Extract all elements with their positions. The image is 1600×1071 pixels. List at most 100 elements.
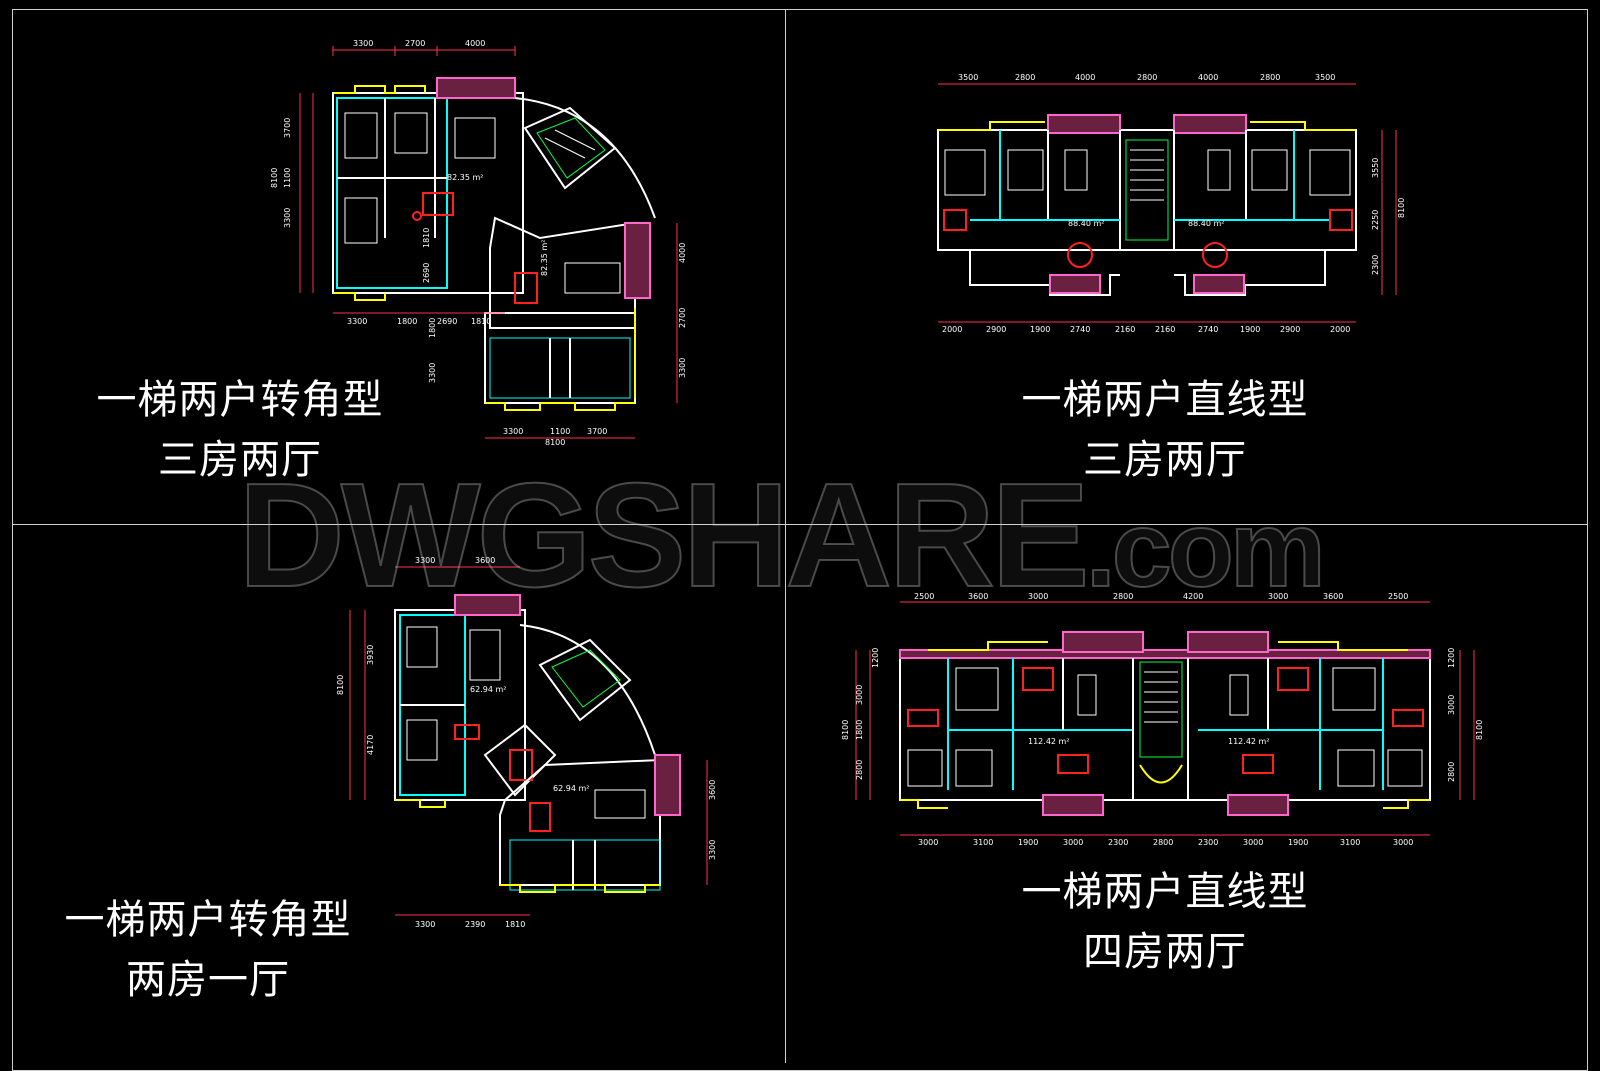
dim-label: 2390 [465,920,485,929]
dim-label: 2900 [1280,325,1300,334]
caption-top-left: 一梯两户转角型 三房两厅 [60,370,420,490]
caption-line2: 四房两厅 [1083,929,1247,975]
panel-divider-horizontal [12,524,1588,525]
dim-label: 3500 [958,73,978,82]
dim-label: 3300 [353,39,373,48]
caption-bottom-right: 一梯两户直线型 四房两厅 [985,862,1345,982]
dim-label: 3000 [918,838,938,847]
dim-label: 4200 [1183,592,1203,601]
area-label: 82.35 m² [540,240,549,276]
dim-label: 2800 [1137,73,1157,82]
dim-label: 1810 [471,317,491,326]
caption-line1: 一梯两户转角型 [64,897,352,943]
dim-label: 1800 [428,318,437,338]
dim-label: 1810 [422,228,431,248]
dim-label: 3700 [283,118,292,138]
dim-label: 8100 [1475,720,1484,740]
dim-label: 3600 [1323,592,1343,601]
dim-label: 1800 [397,317,417,326]
dim-label: 3300 [283,208,292,228]
dim-label: 3000 [1243,838,1263,847]
area-label: 82.35 m² [447,173,483,182]
dim-label: 4000 [1198,73,1218,82]
dim-label: 3300 [678,358,687,378]
dim-label: 3300 [503,427,523,436]
dim-label: 2800 [1153,838,1173,847]
floor-plan-straight-3bed: 3500 2800 4000 2800 4000 2800 3500 3550 … [937,73,1406,334]
area-label: 112.42 m² [1228,737,1270,746]
dim-label: 3100 [973,838,993,847]
dim-label: 3000 [1447,695,1456,715]
area-label: 88.40 m² [1188,219,1224,228]
dim-label: 2800 [1447,762,1456,782]
dim-label: 4000 [1075,73,1095,82]
dim-label: 8100 [841,720,850,740]
dim-label: 3300 [415,556,435,565]
dim-label: 3000 [855,685,864,705]
dim-label: 3600 [968,592,988,601]
dim-label: 2500 [914,592,934,601]
dim-label: 1810 [505,920,525,929]
caption-line1: 一梯两户转角型 [96,377,384,423]
dim-label: 3500 [1315,73,1335,82]
dim-label: 3300 [428,363,437,383]
caption-bottom-left: 一梯两户转角型 两房一厅 [28,890,388,1010]
dim-label: 8100 [545,438,565,447]
dim-label: 1900 [1240,325,1260,334]
floor-plan-corner-2bed: 3300 3600 3930 8100 4170 3600 3300 3300 … [336,556,717,929]
dim-label: 2800 [1260,73,1280,82]
dim-label: 3600 [708,780,717,800]
dim-label: 3000 [1063,838,1083,847]
dim-label: 1200 [871,648,880,668]
dim-label: 2800 [1015,73,1035,82]
dim-label: 1100 [550,427,570,436]
dim-label: 2000 [1330,325,1350,334]
caption-line2: 两房一厅 [126,957,290,1003]
dim-label: 3300 [708,840,717,860]
dim-label: 1800 [855,720,864,740]
dim-label: 1900 [1030,325,1050,334]
dim-label: 8100 [270,168,279,188]
dim-label: 2160 [1155,325,1175,334]
dim-label: 3000 [1028,592,1048,601]
dim-label: 2690 [422,263,431,283]
dim-label: 3300 [347,317,367,326]
dim-label: 8100 [336,675,345,695]
dim-label: 3000 [1393,838,1413,847]
dim-label: 1200 [1447,648,1456,668]
dim-label: 2800 [855,760,864,780]
dim-label: 2500 [1388,592,1408,601]
caption-line1: 一梯两户直线型 [1021,869,1309,915]
dim-label: 2000 [942,325,962,334]
dim-label: 2800 [1113,592,1133,601]
dim-label: 2740 [1070,325,1090,334]
area-label: 88.40 m² [1068,219,1104,228]
area-label: 62.94 m² [470,685,506,694]
dim-label: 3100 [1340,838,1360,847]
caption-top-right: 一梯两户直线型 三房两厅 [985,370,1345,490]
dim-label: 2300 [1108,838,1128,847]
dim-label: 2900 [986,325,1006,334]
caption-line2: 三房两厅 [1083,437,1247,483]
dim-label: 2690 [437,317,457,326]
dim-label: 2160 [1115,325,1135,334]
floor-plan-corner-3bed: 3300 2700 4000 3700 8100 1100 3300 1810 … [270,39,687,447]
dim-label: 2250 [1371,210,1380,230]
dim-label: 4000 [465,39,485,48]
dim-label: 3700 [587,427,607,436]
dim-label: 3930 [366,645,375,665]
dim-label: 3600 [475,556,495,565]
floor-plan-straight-4bed: 2500 3600 3000 2800 4200 3000 3600 2500 … [841,592,1484,847]
dim-label: 3550 [1371,158,1380,178]
dim-label: 2300 [1371,255,1380,275]
dim-label: 2700 [678,308,687,328]
area-label: 62.94 m² [553,784,589,793]
dim-label: 4000 [678,243,687,263]
dim-label: 3000 [1268,592,1288,601]
dim-label: 3300 [415,920,435,929]
dim-label: 2300 [1198,838,1218,847]
caption-line1: 一梯两户直线型 [1021,377,1309,423]
dim-label: 2740 [1198,325,1218,334]
area-label: 112.42 m² [1028,737,1070,746]
dim-label: 2700 [405,39,425,48]
